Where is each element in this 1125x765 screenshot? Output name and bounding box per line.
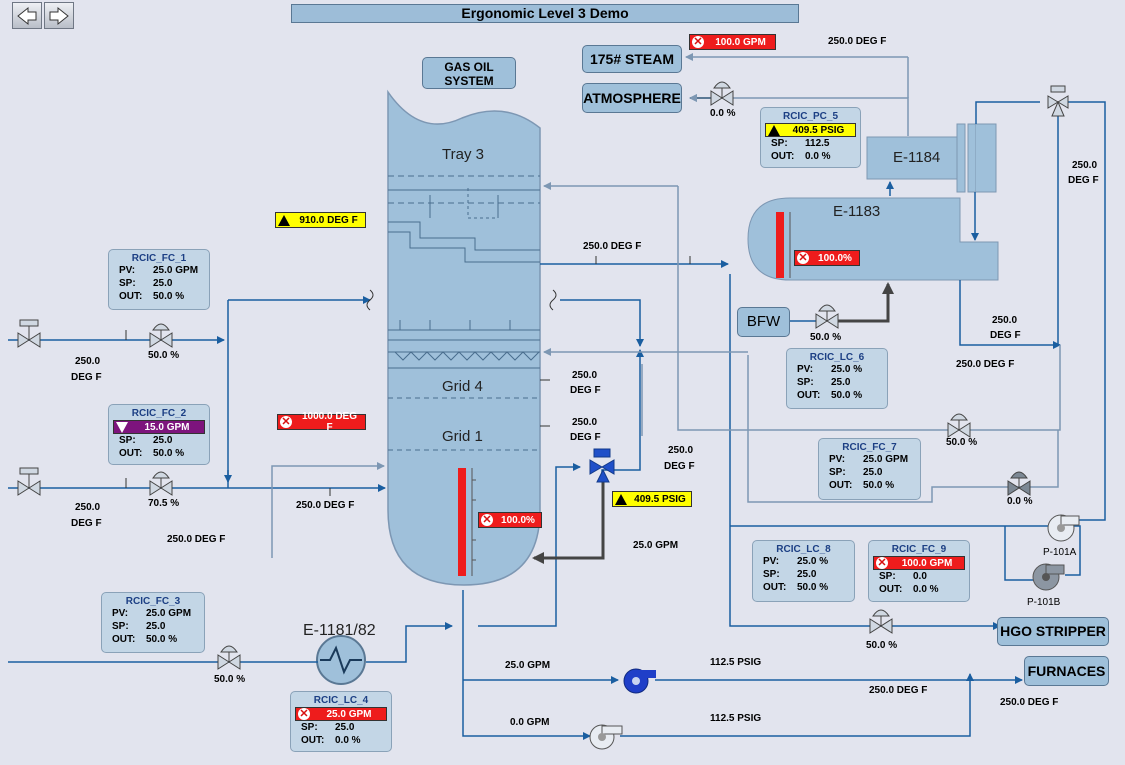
bfw-source[interactable]: BFW — [737, 307, 790, 337]
fc9-valve-output: 50.0 % — [866, 640, 898, 651]
pump-furnace — [623, 668, 656, 694]
fc2-temp-a: 250.0 — [75, 502, 101, 513]
steam-flow-alarm[interactable]: ✕ 100.0 GPM — [689, 34, 776, 50]
alarm-x-icon: ✕ — [692, 36, 704, 48]
e1181-label: E-1181/82 — [303, 622, 376, 639]
column-name: GAS OIL SYSTEM — [422, 57, 516, 89]
hgo-stripper-destination[interactable]: HGO STRIPPER — [997, 617, 1109, 646]
fc1-valve-output: 50.0 % — [148, 350, 180, 361]
atm-valve-output: 0.0 % — [710, 108, 736, 119]
bfw-valve — [815, 304, 839, 329]
bfw-valve-output: 50.0 % — [810, 332, 842, 343]
rcic-lc4-panel[interactable]: RCIC_LC_4 ✕ 25.0 GPM SP:25.0 OUT:0.0 % — [290, 691, 392, 752]
low-alarm-icon — [116, 421, 128, 433]
pump-flow-label: 25.0 GPM — [505, 660, 551, 671]
fc9-pv-alarm[interactable]: ✕ 100.0 GPM — [873, 556, 965, 570]
fc1-hand-valve — [17, 319, 41, 348]
right-arrow-icon — [49, 6, 69, 26]
alarm-x-icon: ✕ — [298, 708, 310, 720]
fc9-valve — [869, 609, 893, 634]
warning-icon — [768, 124, 780, 136]
column-level-alarm[interactable]: ✕ 100.0% — [478, 512, 542, 528]
fc2-valve — [149, 471, 173, 496]
pump-p101b — [1032, 563, 1065, 591]
e1183-label: E-1183 — [833, 203, 881, 220]
steam-destination[interactable]: 175# STEAM — [582, 45, 682, 73]
e1183-temp-a: 250.0 — [992, 315, 1018, 326]
fc2-hand-valve — [17, 467, 41, 496]
rcic-fc7-panel[interactable]: RCIC_FC_7 PV:25.0 GPM SP:25.0 OUT:50.0 % — [818, 438, 921, 500]
grid4-temp-b: DEG F — [570, 385, 601, 396]
furnace-temp-label: 250.0 DEG F — [869, 685, 928, 696]
loop-temp-a: 250.0 — [668, 445, 694, 456]
furnace-out-temp: 250.0 DEG F — [1000, 697, 1059, 708]
tray-temp-alarm[interactable]: 910.0 DEG F — [275, 212, 366, 228]
rcic-fc9-panel[interactable]: RCIC_FC_9 ✕ 100.0 GPM SP:0.0 OUT:0.0 % — [868, 540, 970, 602]
fc2-pv-alarm[interactable]: 15.0 GPM — [113, 420, 205, 434]
spare-psig-label: 112.5 PSIG — [710, 713, 762, 724]
e1184-temp-b: DEG F — [1068, 175, 1099, 186]
alarm-x-icon: ✕ — [876, 557, 888, 569]
grid4-label: Grid 4 — [442, 378, 483, 395]
p101a-label: P-101A — [1043, 547, 1077, 558]
valve-psig-alarm[interactable]: 409.5 PSIG — [612, 491, 692, 507]
e1183-temp-b: DEG F — [990, 330, 1021, 341]
grid1-label: Grid 1 — [442, 428, 483, 445]
pump-out-valve — [1007, 471, 1031, 496]
fc1-temp-b: DEG F — [71, 372, 102, 383]
loop-temp-b: DEG F — [664, 461, 695, 472]
fc7-valve-output: 50.0 % — [946, 437, 978, 448]
feed-temp-label: 250.0 DEG F — [296, 500, 355, 511]
rcic-lc6-panel[interactable]: RCIC_LC_6 PV:25.0 % SP:25.0 OUT:50.0 % — [786, 348, 888, 409]
warning-icon — [615, 493, 627, 505]
pump-psig-label: 112.5 PSIG — [710, 657, 762, 668]
grid1-temp-b: DEG F — [570, 432, 601, 443]
grid-temp-alarm[interactable]: ✕ 1000.0 DEG F — [277, 411, 366, 433]
forward-button[interactable] — [44, 2, 74, 29]
back-button[interactable] — [12, 2, 42, 29]
furnaces-destination[interactable]: FURNACES — [1024, 656, 1109, 686]
column-control-valve — [589, 448, 615, 483]
grid4-temp-a: 250.0 — [572, 370, 598, 381]
fc3-valve-output: 50.0 % — [214, 674, 246, 685]
e1184-3way-valve — [1047, 85, 1069, 117]
p101b-label: P-101B — [1027, 597, 1061, 608]
alarm-x-icon: ✕ — [797, 252, 809, 264]
grid1-temp-a: 250.0 — [572, 417, 598, 428]
fc1-temp-a: 250.0 — [75, 356, 101, 367]
page-title: Ergonomic Level 3 Demo — [291, 4, 799, 23]
e1183-level-alarm[interactable]: ✕ 100.0% — [794, 250, 860, 266]
column-bottoms-flow: 25.0 GPM — [633, 540, 679, 551]
warning-icon — [278, 214, 290, 226]
lc4-pv-alarm[interactable]: ✕ 25.0 GPM — [295, 707, 387, 721]
fc3-valve — [217, 645, 241, 670]
pc5-pv-alarm[interactable]: 409.5 PSIG — [765, 123, 856, 137]
e1184-temp-a: 250.0 — [1072, 160, 1098, 171]
e1183-return-temp: 250.0 DEG F — [956, 359, 1015, 370]
tray3-label: Tray 3 — [442, 146, 484, 163]
fc2-valve-output: 70.5 % — [148, 498, 180, 509]
atm-valve — [710, 81, 734, 106]
e1184-label: E-1184 — [893, 149, 941, 166]
pump-valve-output: 0.0 % — [1007, 496, 1033, 507]
rcic-fc2-panel[interactable]: RCIC_FC_2 15.0 GPM SP:25.0 OUT:50.0 % — [108, 404, 210, 465]
rcic-fc1-panel[interactable]: RCIC_FC_1 PV:25.0 GPM SP:25.0 OUT:50.0 % — [108, 249, 210, 310]
fc2-temp-b: DEG F — [71, 518, 102, 529]
rcic-lc8-panel[interactable]: RCIC_LC_8 PV:25.0 % SP:25.0 OUT:50.0 % — [752, 540, 855, 602]
bypass-temp-label: 250.0 DEG F — [167, 534, 226, 545]
alarm-x-icon: ✕ — [280, 416, 292, 428]
atmosphere-destination[interactable]: ATMOSPHERE — [582, 83, 682, 113]
tray-draw-temp: 250.0 DEG F — [583, 241, 642, 252]
rcic-pc5-panel[interactable]: RCIC_PC_5 409.5 PSIG SP:112.5 OUT:0.0 % — [760, 107, 861, 168]
pump-spare — [589, 724, 623, 750]
fc1-valve — [149, 323, 173, 348]
left-arrow-icon — [17, 6, 37, 26]
alarm-x-icon: ✕ — [481, 514, 493, 526]
rcic-fc3-panel[interactable]: RCIC_FC_3 PV:25.0 GPM SP:25.0 OUT:50.0 % — [101, 592, 205, 653]
spare-flow-label: 0.0 GPM — [510, 717, 550, 728]
steam-temp-label: 250.0 DEG F — [828, 36, 887, 47]
pump-p101a — [1047, 514, 1080, 542]
fc7-valve — [947, 413, 971, 438]
